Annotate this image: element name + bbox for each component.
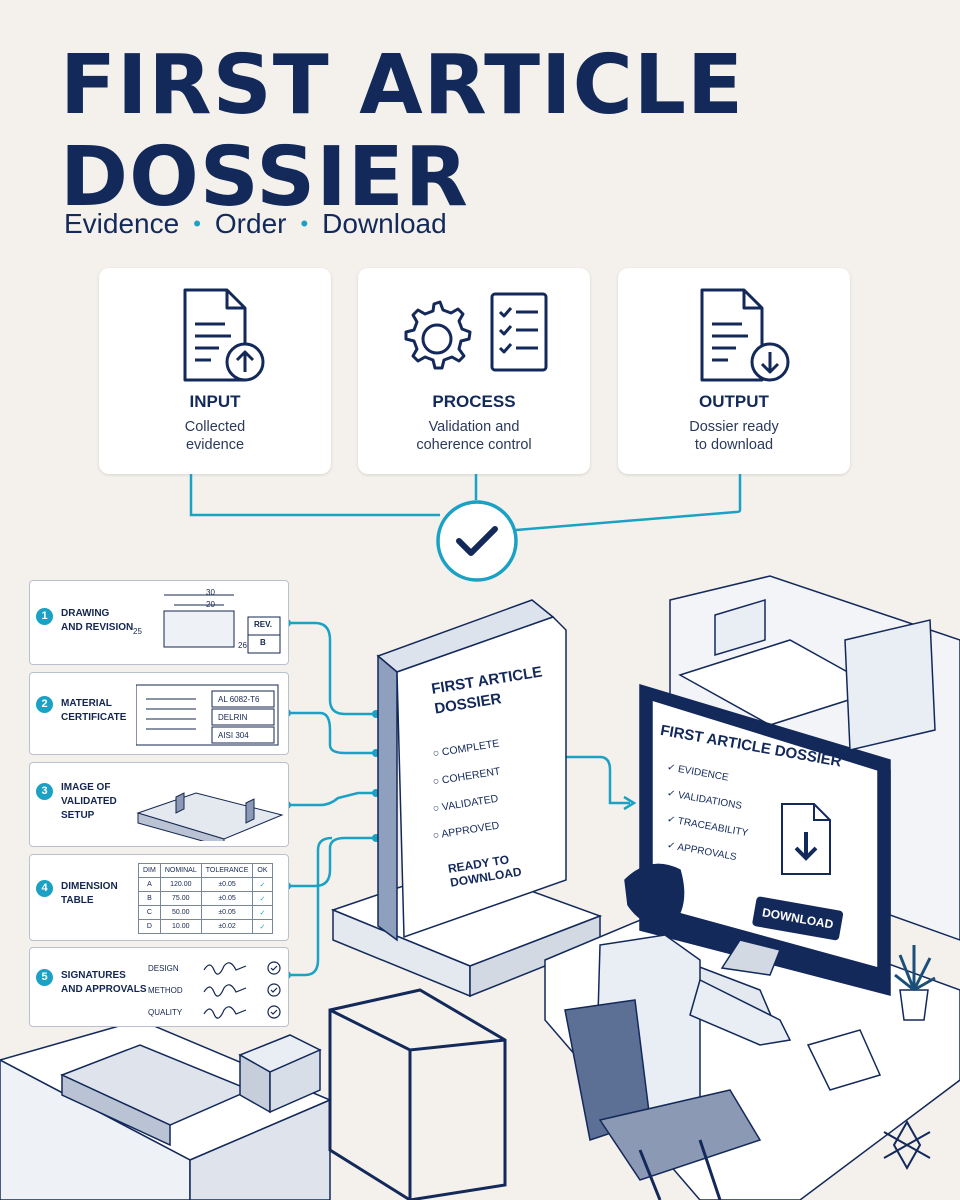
table-header: NOMINAL <box>159 863 202 878</box>
workstation <box>544 575 960 1200</box>
connector-step-5 <box>287 836 333 977</box>
step-number: 4 <box>36 880 53 897</box>
download-file-icon <box>781 803 831 875</box>
rev-value: B <box>260 638 266 647</box>
connector-step-2 <box>287 711 378 755</box>
separator-dot: • <box>193 211 201 236</box>
monitor-item-validations: ✓ VALIDATIONS <box>666 788 743 813</box>
document-upload-icon <box>183 288 265 382</box>
monitor-item-approvals: ✓ APPROVALS <box>666 840 738 864</box>
signature-role: DESIGN <box>148 964 179 973</box>
drawing-sketch <box>163 594 281 654</box>
connector-step-1 <box>287 621 378 716</box>
connector-input <box>189 474 440 517</box>
brand-logo-icon <box>883 1119 931 1171</box>
book-item-complete: ○ COMPLETE <box>432 737 501 760</box>
subtitle-evidence: Evidence <box>64 208 180 239</box>
check-circle-icon <box>436 500 518 582</box>
dim-20: 20 <box>206 600 215 609</box>
book-item-validated: ○ VALIDATED <box>432 792 500 815</box>
table-header-row: DIM NOMINAL TOLERANCE OK <box>138 863 273 878</box>
table-header: OK <box>252 863 273 878</box>
connector-step-3 <box>287 791 378 807</box>
title-line-2: DOSSIER <box>60 130 469 225</box>
rev-label: REV. <box>254 620 272 629</box>
connector-output <box>515 474 742 532</box>
card-title: PROCESS <box>432 392 516 411</box>
monitor-item-traceability: ✓ TRACEABILITY <box>666 814 749 840</box>
book-item-approved: ○ APPROVED <box>432 819 501 842</box>
card-title: OUTPUT <box>699 392 769 411</box>
monitor-item-evidence: ✓ EVIDENCE <box>666 762 730 784</box>
dim-26: 26 <box>238 641 247 650</box>
book-item-coherent: ○ COHERENT <box>432 765 502 788</box>
gear-checklist-icon <box>404 292 548 372</box>
signature-role: METHOD <box>148 986 183 995</box>
connector-to-monitor <box>566 755 630 805</box>
subtitle-download: Download <box>322 208 447 239</box>
download-button[interactable]: DOWNLOAD <box>751 896 844 941</box>
subtitle-order: Order <box>214 208 287 239</box>
title-line-1: FIRST ARTICLE <box>60 38 745 133</box>
step-number: 5 <box>36 969 53 986</box>
page-title: FIRST ARTICLE DOSSIER <box>60 40 744 224</box>
plant <box>894 945 936 1021</box>
connector-step-4 <box>287 836 378 888</box>
material-item: DELRIN <box>218 713 248 722</box>
step-number: 3 <box>36 783 53 800</box>
card-title: INPUT <box>189 392 241 411</box>
table-header: DIM <box>138 863 161 878</box>
material-item: AL 6082-T6 <box>218 695 260 704</box>
setup-photo <box>136 792 284 841</box>
subtitle: Evidence • Order • Download <box>64 208 447 240</box>
material-item: AISI 304 <box>218 731 249 740</box>
table-header: TOLERANCE <box>200 863 254 878</box>
step-number: 1 <box>36 608 53 625</box>
dim-25: 25 <box>133 627 142 636</box>
signature-role: QUALITY <box>148 1008 183 1017</box>
document-download-icon <box>700 288 790 382</box>
dim-30: 30 <box>206 588 215 597</box>
signature-marks <box>203 961 281 1019</box>
separator-dot: • <box>300 211 309 236</box>
step-number: 2 <box>36 696 53 713</box>
monitor-title: FIRST ARTICLE DOSSIER <box>659 722 843 771</box>
certificate-sheet <box>136 684 279 746</box>
